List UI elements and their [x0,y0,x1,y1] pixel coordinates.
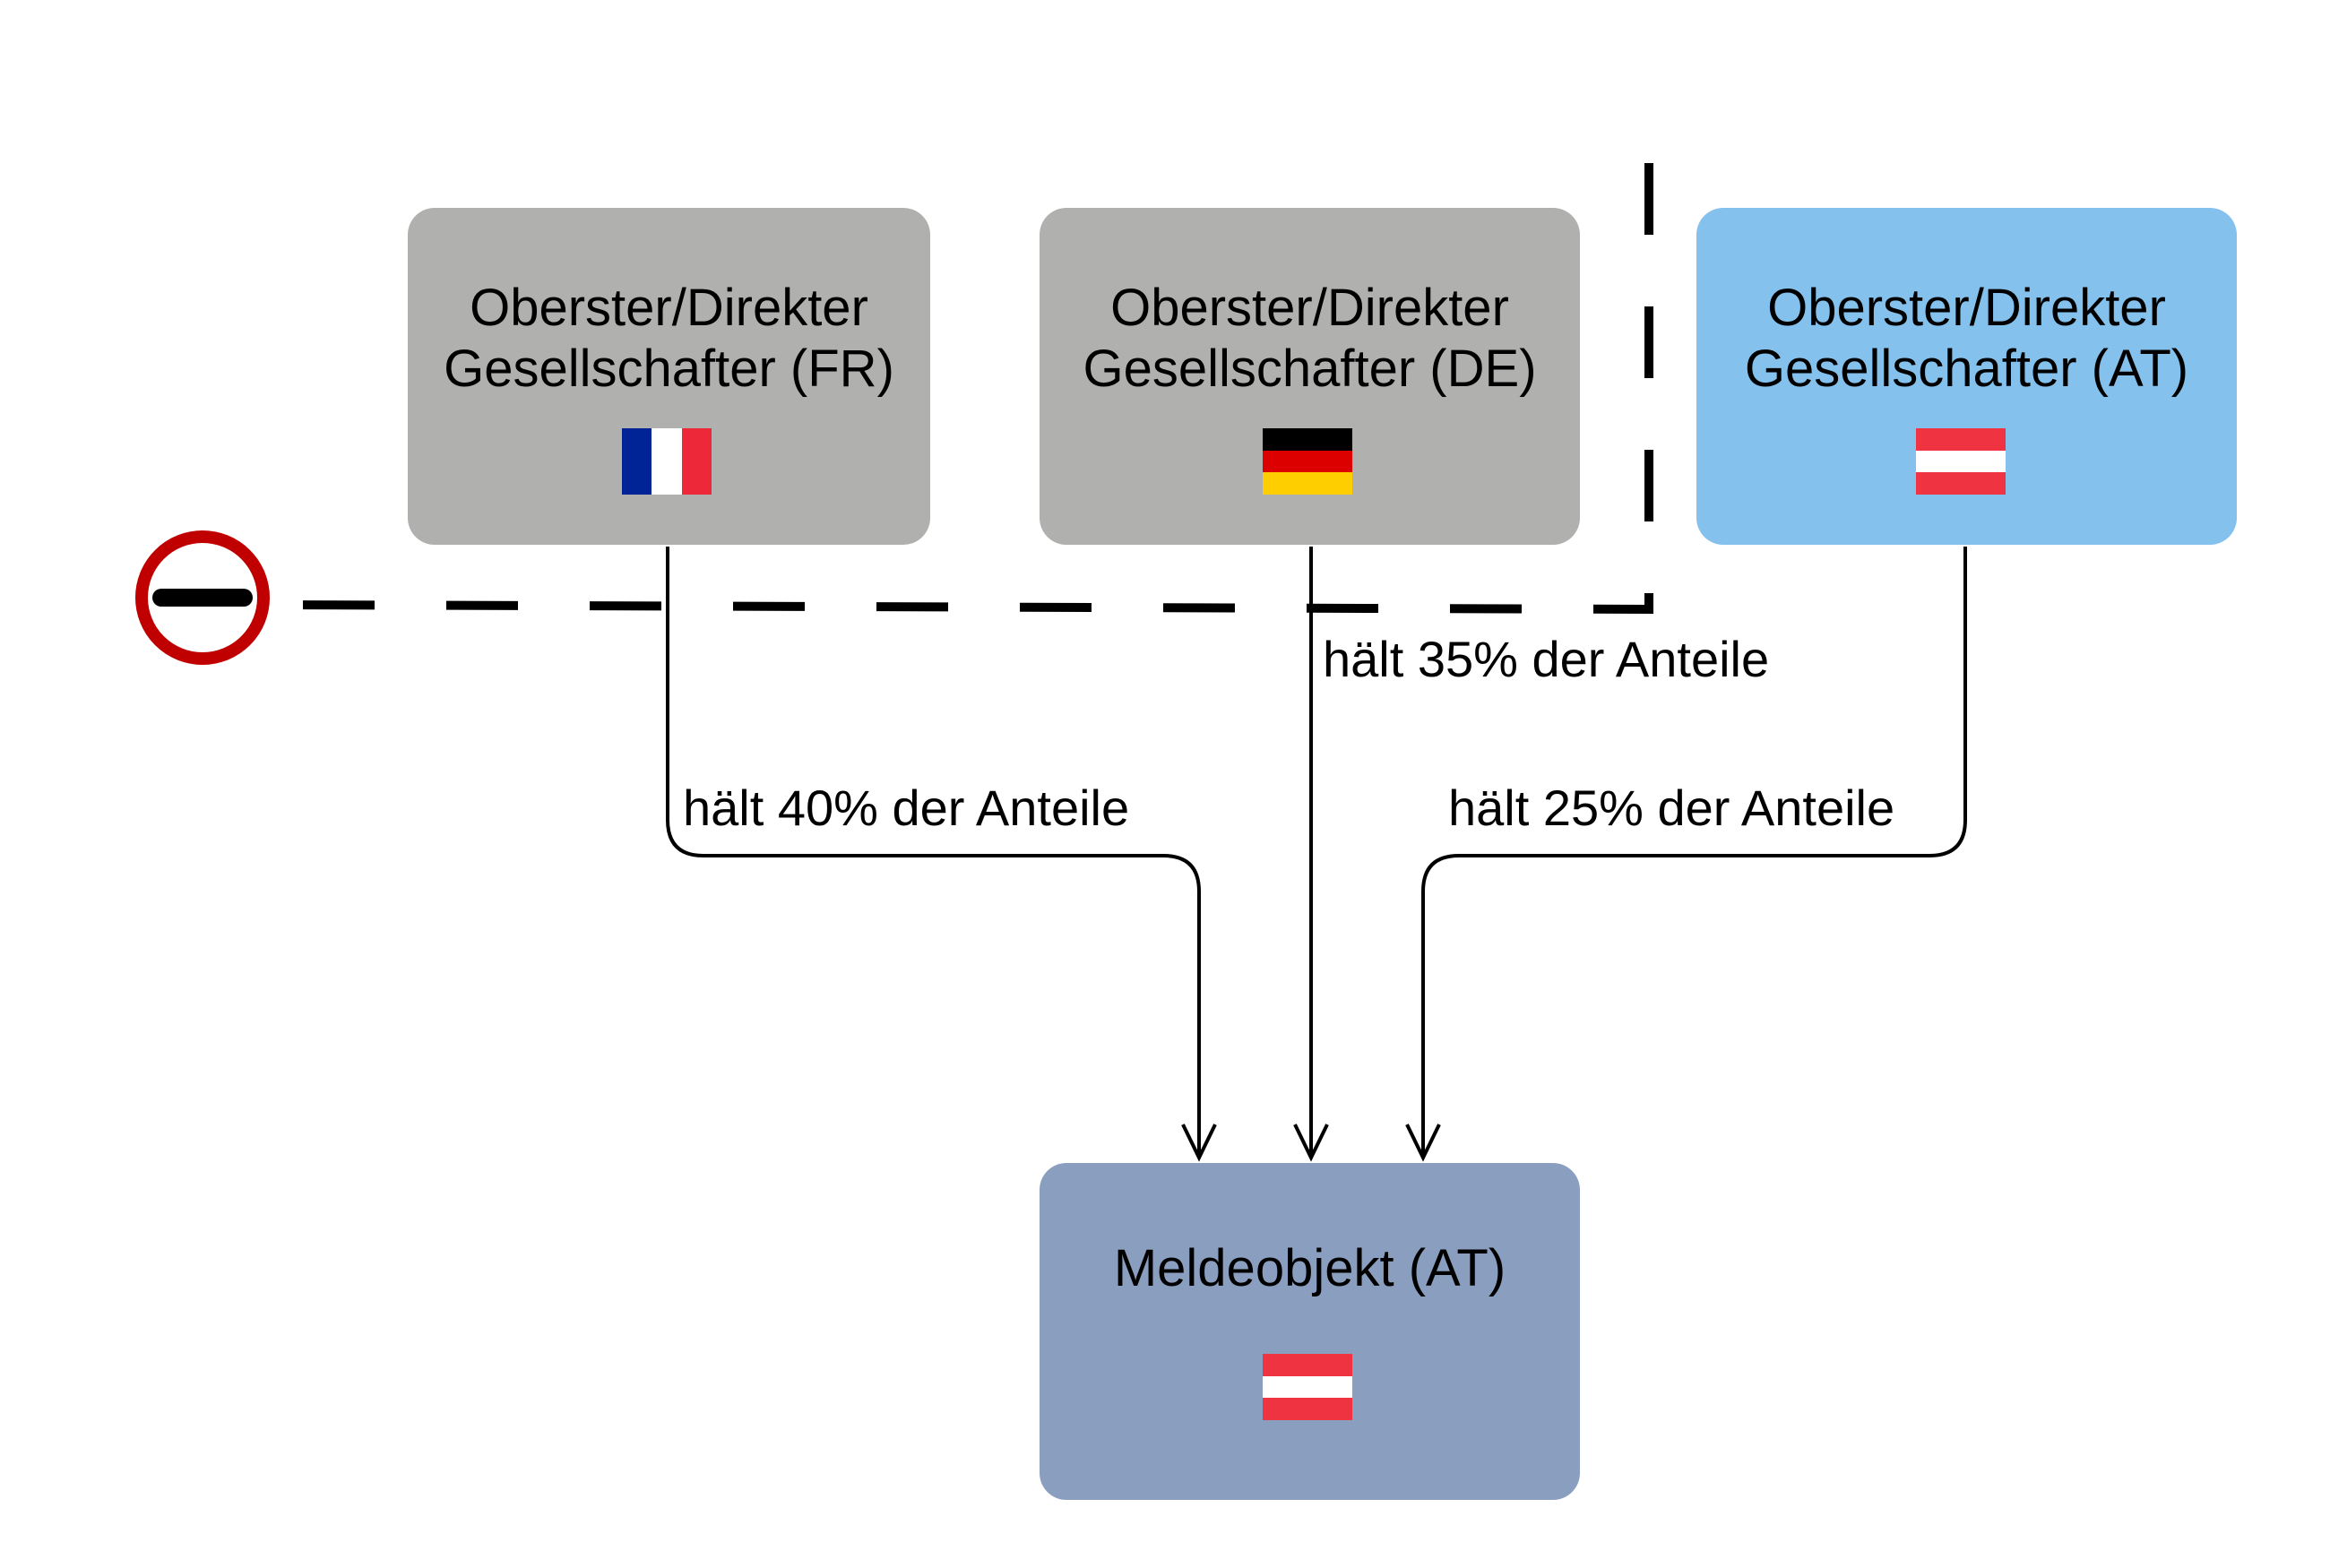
austria-flag-icon [1263,1354,1352,1420]
flag-stripe [1916,450,2006,473]
edge-at-to-target [1421,547,1967,1156]
node-title-line1: Oberster/Direkter [1767,279,2166,337]
germany-flag-icon [1263,428,1352,495]
node-shareholder-at: Oberster/Direkter Gesellschafter (AT) [1696,208,2237,545]
flag-stripe [622,428,652,495]
node-title: Oberster/Direkter Gesellschafter (DE) [1040,278,1580,400]
flag-stripe [1916,472,2006,495]
node-title-line1: Oberster/Direkter [470,279,868,337]
edge-fr-to-target [666,547,1201,1156]
node-title: Oberster/Direkter Gesellschafter (FR) [408,278,930,400]
edge-label-at: hält 25% der Anteile [1448,780,1895,836]
flag-stripe [1263,450,1352,473]
flag-stripe [1263,1375,1352,1399]
jurisdiction-boundary-line [284,112,1653,615]
flag-stripe [1916,428,2006,451]
node-shareholder-fr: Oberster/Direkter Gesellschafter (FR) [408,208,930,545]
edge-label-de: hält 35% der Anteile [1323,631,1770,687]
flag-stripe [1263,472,1352,495]
node-label: Meldeobjekt (AT) [1113,1239,1506,1297]
node-title-line2: Gesellschafter (AT) [1744,340,2189,398]
arrowhead-de [1293,1124,1329,1162]
node-title-line2: Gesellschafter (FR) [444,340,894,398]
edge-label-fr: hält 40% der Anteile [683,780,1130,836]
flag-stripe [652,428,682,495]
node-title-line2: Gesellschafter (DE) [1083,340,1537,398]
flag-stripe [1263,428,1352,451]
node-title-line1: Oberster/Direkter [1110,279,1509,337]
france-flag-icon [622,428,712,495]
flag-stripe [681,428,712,495]
node-title: Oberster/Direkter Gesellschafter (AT) [1696,278,2237,400]
arrowhead-fr [1181,1124,1217,1162]
no-entry-icon [135,530,270,665]
flag-stripe [1263,1354,1352,1376]
node-reporting-entity: Meldeobjekt (AT) [1040,1163,1580,1500]
flag-stripe [1263,1398,1352,1420]
node-shareholder-de: Oberster/Direkter Gesellschafter (DE) [1040,208,1580,545]
node-title: Meldeobjekt (AT) [1040,1238,1580,1299]
arrowhead-at [1405,1124,1441,1162]
austria-flag-icon [1916,428,2006,495]
